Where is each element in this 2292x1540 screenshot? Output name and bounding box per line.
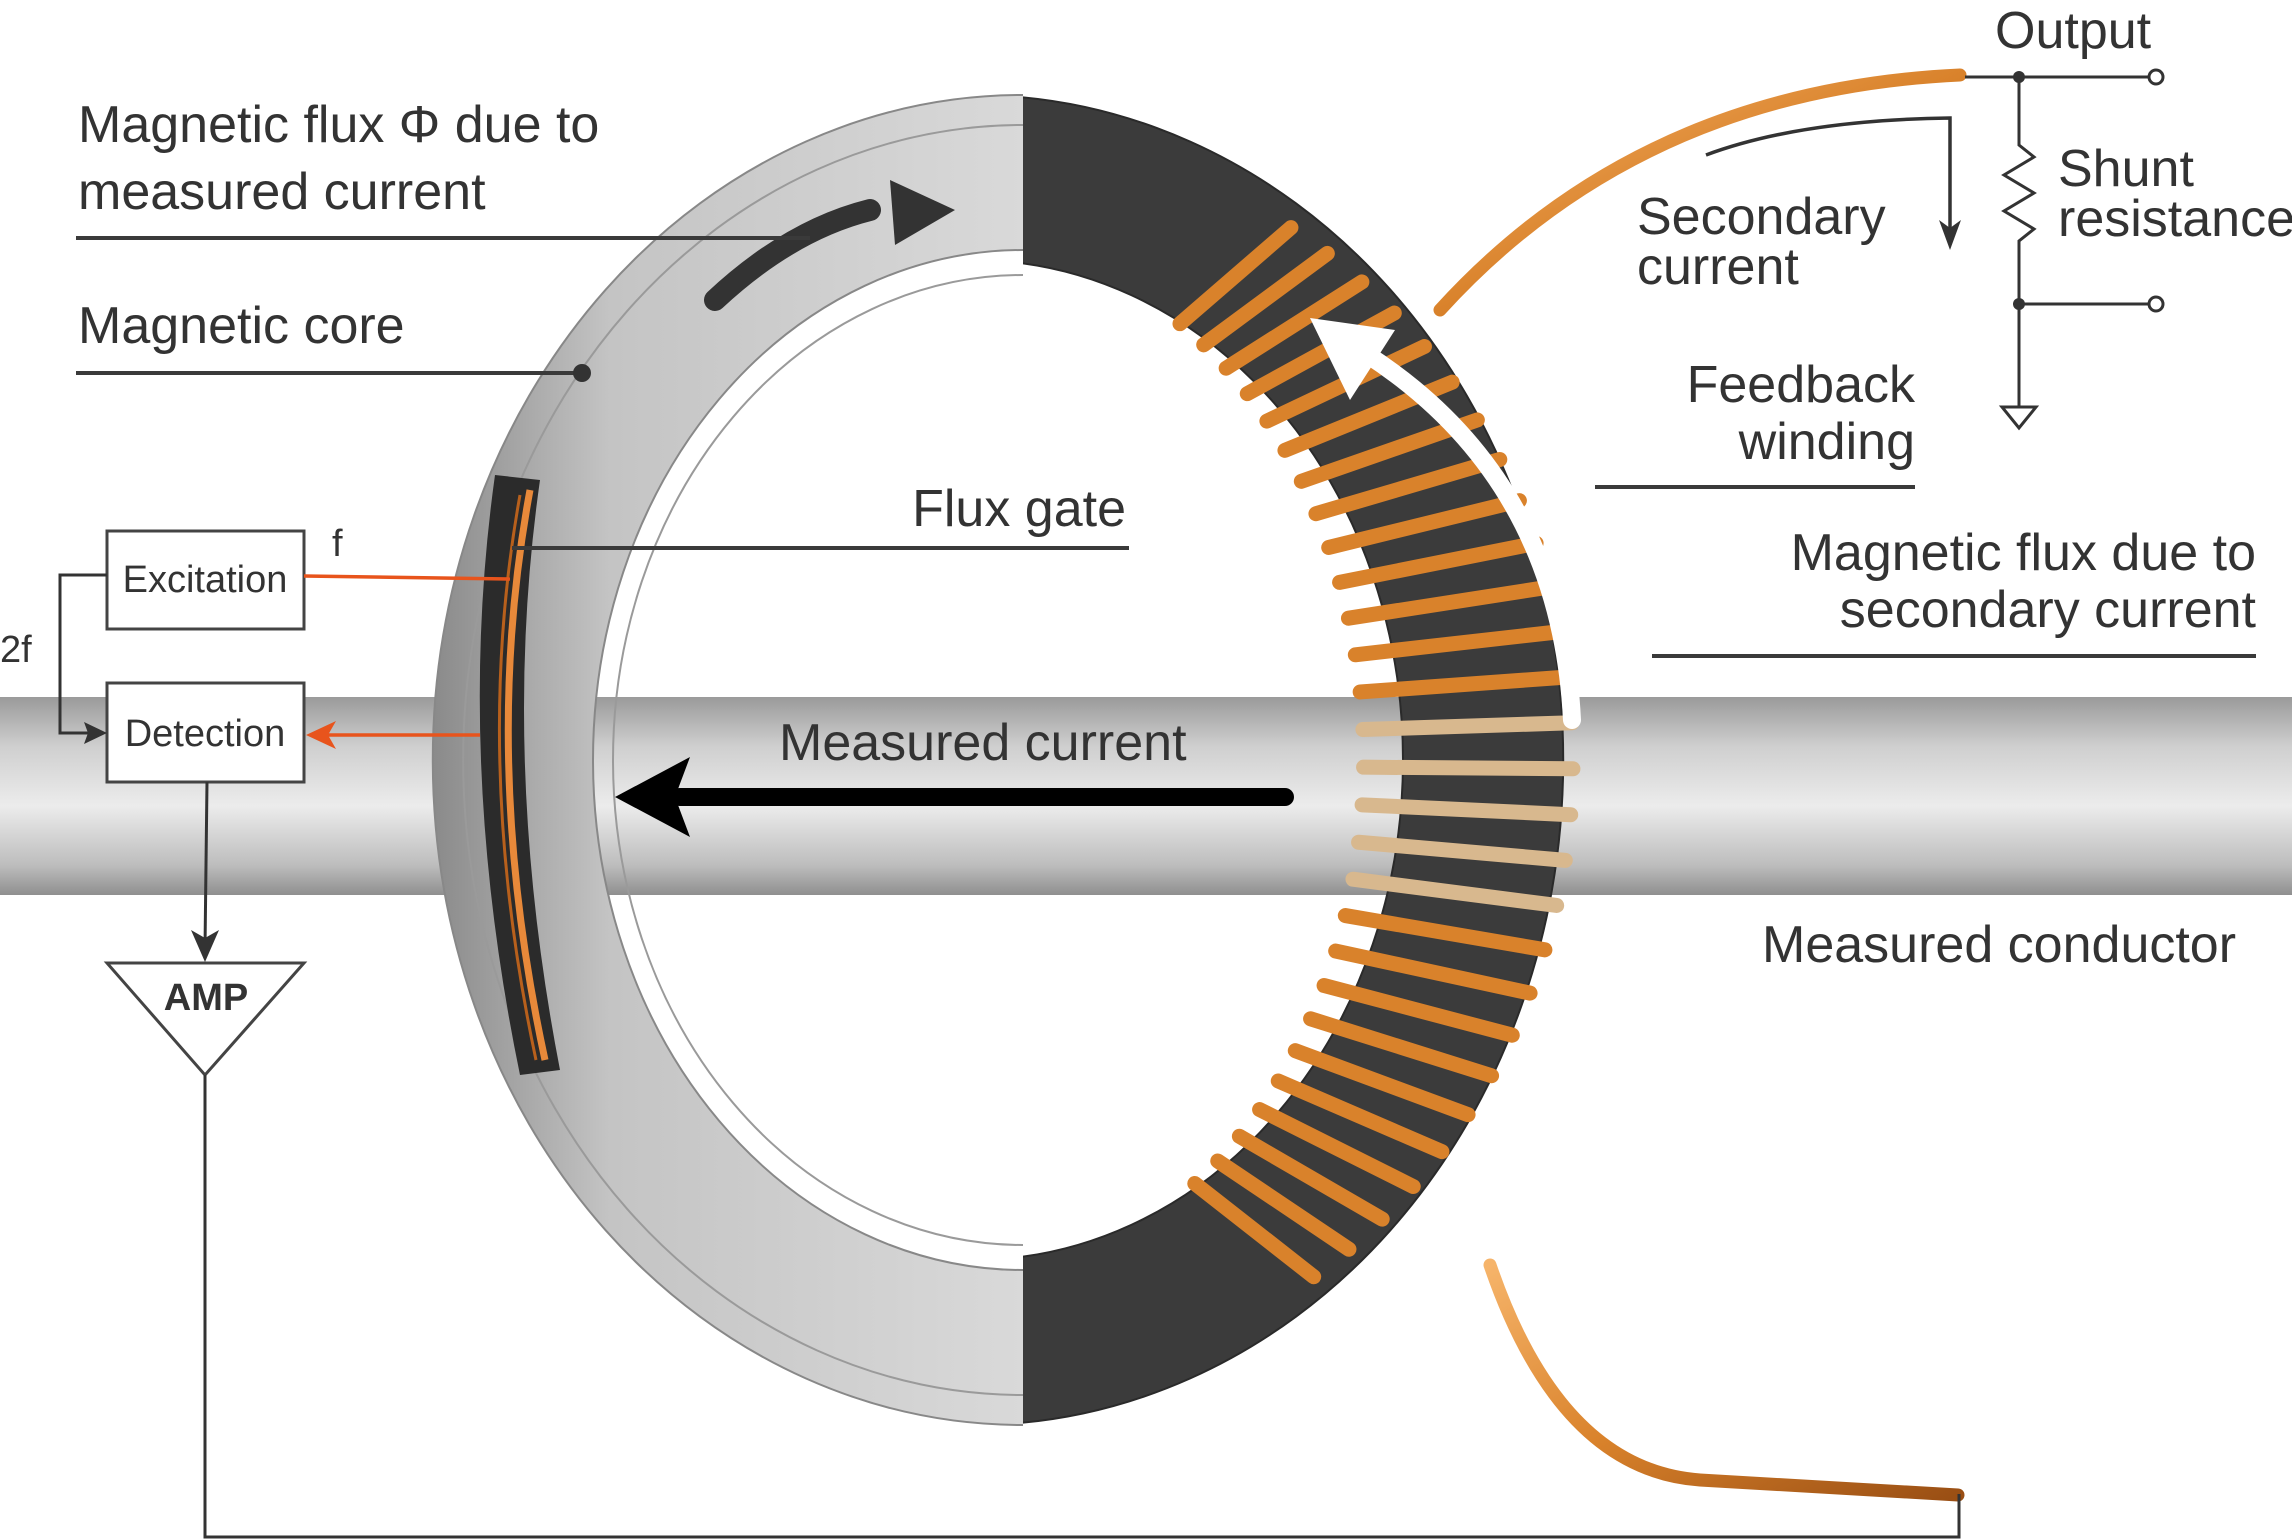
coil-turn bbox=[1172, 220, 1299, 332]
label-flux-secondary-line1: Magnetic flux due to bbox=[1791, 524, 2256, 582]
arrowhead-amp-icon bbox=[191, 930, 219, 962]
arrowhead-detection-icon bbox=[84, 722, 107, 744]
lead-wire-top bbox=[1433, 68, 1967, 317]
label-shunt-line1: Shunt bbox=[2058, 140, 2194, 198]
flux-gate bbox=[479, 475, 560, 1075]
coil-turn bbox=[1352, 669, 1576, 700]
measured-current-arrowhead-icon bbox=[615, 757, 690, 837]
coil-turn bbox=[1210, 1153, 1357, 1257]
label-feedback-line1: Feedback bbox=[1687, 356, 1916, 414]
return-terminal-icon bbox=[2147, 295, 2165, 313]
coil-turn bbox=[1303, 1011, 1500, 1084]
coil-turn bbox=[1231, 1128, 1390, 1227]
coil-turn bbox=[1270, 1073, 1450, 1160]
label-feedback-line2: winding bbox=[1738, 413, 1915, 471]
signal-excitation-to-fluxgate bbox=[303, 574, 511, 581]
coil-turn bbox=[1308, 452, 1508, 522]
magnetic-core bbox=[432, 93, 1023, 1427]
excitation-block bbox=[105, 529, 306, 631]
amp-triangle bbox=[103, 961, 308, 1078]
coil-turn bbox=[1218, 274, 1370, 376]
coil-turn bbox=[1252, 1102, 1421, 1195]
secondary-current-arrowhead-icon bbox=[1939, 220, 1961, 250]
flux-measured-arrow-icon bbox=[704, 199, 881, 311]
label-amp: AMP bbox=[164, 977, 248, 1019]
coil-turn bbox=[1347, 624, 1568, 663]
coil-turn bbox=[1196, 245, 1335, 353]
secondary-current-arrow-icon bbox=[1705, 116, 1952, 230]
coil-turn bbox=[1356, 759, 1581, 777]
flux-secondary-arrow-icon bbox=[1359, 346, 1581, 729]
coil-turn bbox=[1355, 715, 1580, 737]
coil-turn bbox=[1340, 579, 1558, 626]
flux-secondary-arrowhead-icon bbox=[1310, 318, 1395, 400]
detection-block bbox=[105, 681, 306, 784]
feedback-return-wire bbox=[203, 1075, 1961, 1539]
label-f: f bbox=[332, 523, 343, 565]
label-magnetic-core: Magnetic core bbox=[78, 297, 405, 355]
coil-turn bbox=[1328, 943, 1538, 1001]
coil-turn bbox=[1287, 1043, 1476, 1123]
label-secondary-current-line1: Secondary bbox=[1637, 188, 1886, 246]
label-2f: 2f bbox=[0, 629, 32, 671]
coil-turn bbox=[1332, 535, 1544, 590]
label-output: Output bbox=[1995, 2, 2152, 60]
output-terminal-icon bbox=[2147, 68, 2165, 86]
label-secondary-current-line2: current bbox=[1637, 238, 1799, 296]
label-shunt-line2: resistance bbox=[2058, 190, 2292, 248]
shunt-resistor-icon bbox=[2001, 77, 2037, 304]
label-flux-gate: Flux gate bbox=[912, 480, 1126, 538]
label-measured-conductor: Measured conductor bbox=[1762, 916, 2236, 974]
coil-turn bbox=[1345, 871, 1565, 913]
label-detection: Detection bbox=[125, 713, 286, 755]
ground-icon bbox=[1998, 405, 2040, 431]
coil-turn bbox=[1354, 797, 1579, 823]
magnetic-core-dot bbox=[573, 364, 591, 382]
wire-2f-loop bbox=[58, 573, 107, 735]
coil-turn bbox=[1337, 908, 1553, 958]
label-flux-secondary-line2: secondary current bbox=[1840, 581, 2257, 639]
arrowhead-signal-icon bbox=[306, 721, 336, 749]
lead-wire-bottom bbox=[1483, 1258, 1965, 1502]
coil-turn bbox=[1316, 978, 1520, 1043]
label-flux-measured-line2: measured current bbox=[78, 163, 486, 221]
label-measured-current: Measured current bbox=[779, 714, 1187, 772]
coil-turn bbox=[1187, 1176, 1322, 1285]
coil-turn bbox=[1351, 834, 1573, 868]
label-flux-measured-line1: Magnetic flux Φ due to bbox=[78, 96, 599, 154]
wire-detection-to-amp bbox=[203, 781, 209, 949]
flux-measured-arrowhead-icon bbox=[890, 180, 955, 245]
label-excitation: Excitation bbox=[123, 559, 288, 601]
coil-turn bbox=[1321, 493, 1527, 555]
